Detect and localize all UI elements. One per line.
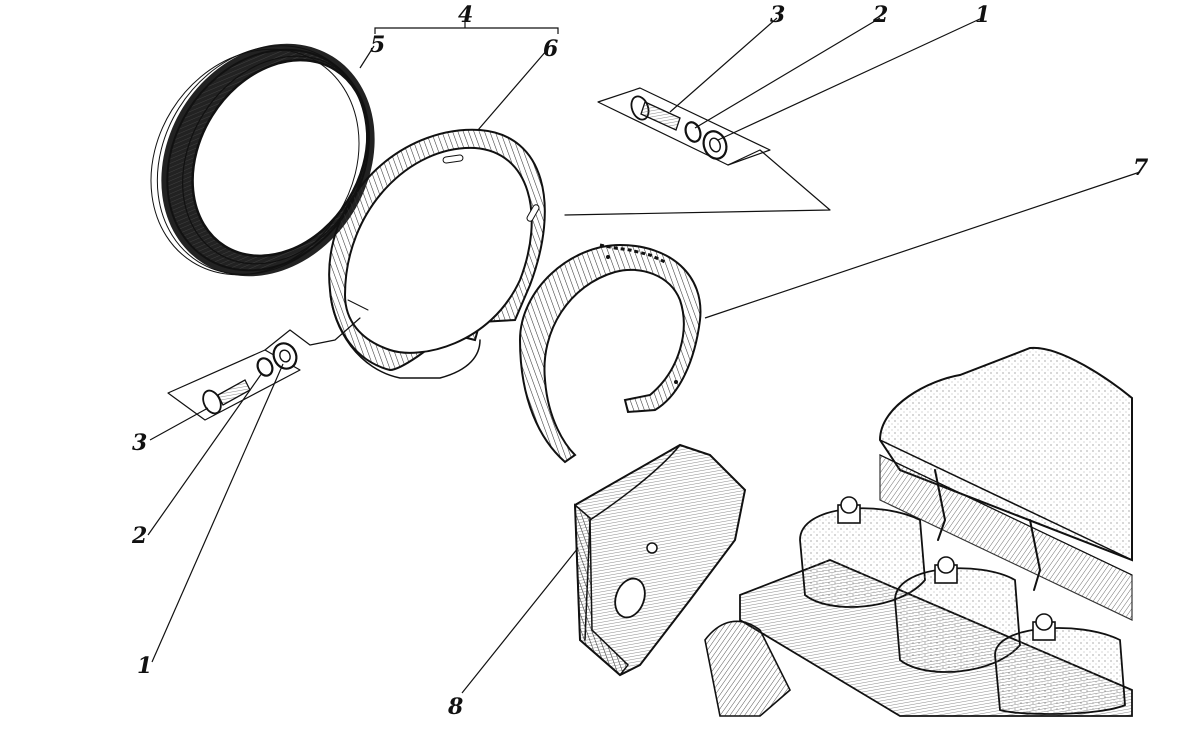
engine-assembly <box>704 346 1133 717</box>
callout-5: 5 <box>370 32 385 58</box>
spring-washer-left <box>256 357 274 377</box>
spring-washer <box>684 121 702 143</box>
cylinder-cap-3 <box>994 613 1126 715</box>
callout-1-left: 1 <box>137 653 152 679</box>
guard-plate-8 <box>573 443 747 677</box>
callout-8: 8 <box>447 694 463 720</box>
bolt-thread-left <box>217 379 251 406</box>
callout-2-top: 2 <box>872 2 888 28</box>
callout-6: 6 <box>543 36 558 62</box>
bolt-thread <box>640 101 681 131</box>
drum-ring-5 <box>150 43 375 277</box>
brake-band-7 <box>518 243 702 464</box>
callout-2-left: 2 <box>131 523 147 549</box>
callout-3-left: 3 <box>132 430 147 456</box>
brake-band-6 <box>328 128 546 379</box>
bracket-4 <box>374 27 559 34</box>
leader-lines <box>147 17 1141 694</box>
callout-4: 4 <box>458 2 473 28</box>
callout-labels: 4 5 6 3 2 1 7 3 2 1 8 <box>131 2 1149 720</box>
fastener-set-top <box>564 87 831 216</box>
fastener-set-left <box>167 317 361 421</box>
callout-7: 7 <box>1133 155 1149 181</box>
cylinder-cap-2 <box>894 556 1021 673</box>
cylinder-cap-1 <box>799 496 926 608</box>
callout-3-top: 3 <box>770 2 785 28</box>
callout-1-top: 1 <box>975 2 990 28</box>
